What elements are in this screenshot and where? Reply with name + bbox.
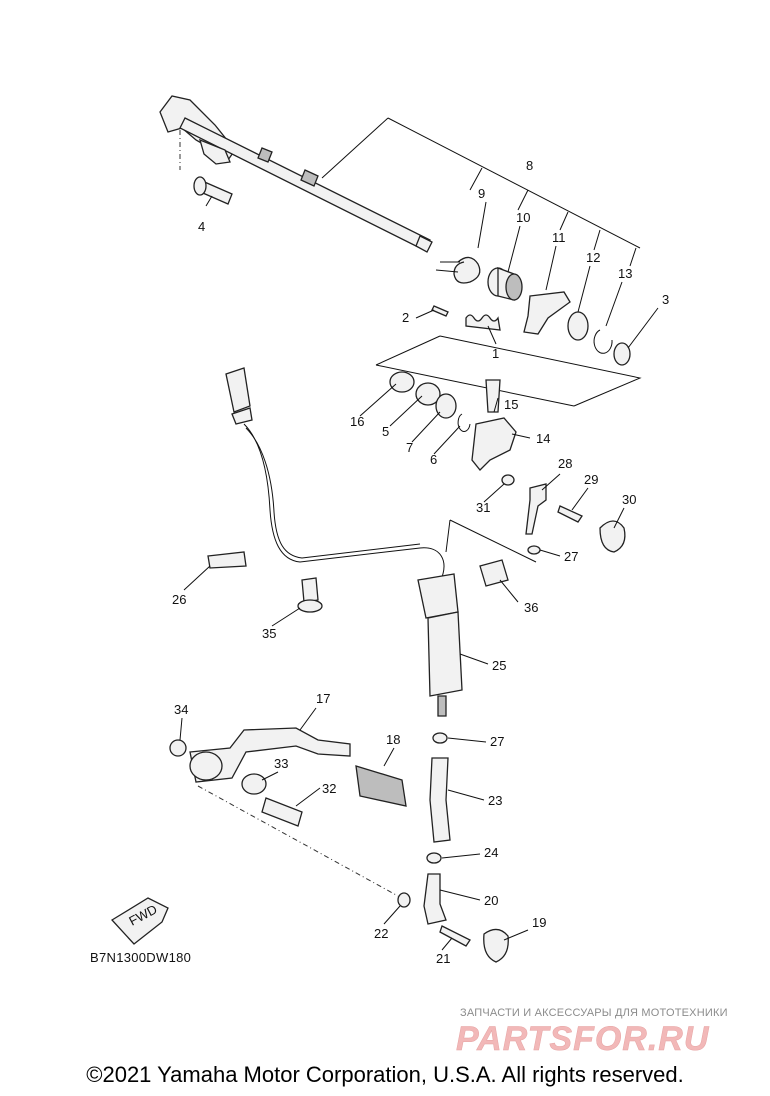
callout-8: 8: [526, 158, 533, 173]
callout-19: 19: [532, 915, 546, 930]
oring-part-33[interactable]: [241, 773, 267, 795]
watermark-brand: PARTSFOR.RU: [456, 1020, 710, 1058]
callout-9: 9: [478, 186, 485, 201]
cover-part-19[interactable]: [483, 928, 509, 963]
callout-6: 6: [430, 452, 437, 467]
bolt-part-21[interactable]: [439, 925, 471, 947]
bolt-part-29[interactable]: [557, 505, 583, 523]
copyright-notice: ©2021 Yamaha Motor Corporation, U.S.A. A…: [86, 1062, 684, 1087]
washer-part-7[interactable]: [435, 393, 457, 419]
callout-22: 22: [374, 926, 388, 941]
torsion-spring-part-9[interactable]: [435, 256, 481, 284]
rod-end-part-28[interactable]: [525, 483, 547, 535]
callout-15: 15: [504, 397, 518, 412]
callout-21: 21: [436, 951, 450, 966]
shift-arm-part-11[interactable]: [523, 291, 571, 335]
callout-11: 11: [552, 230, 566, 245]
cover-part-30[interactable]: [599, 520, 626, 553]
bolt-part-4[interactable]: [193, 176, 233, 205]
lever-part-14[interactable]: [471, 417, 517, 471]
washer-part-34[interactable]: [169, 739, 187, 757]
nut-part-27-upper[interactable]: [527, 545, 541, 555]
callout-1: 1: [492, 346, 499, 361]
callout-35: 35: [262, 626, 276, 641]
callout-23: 23: [488, 793, 502, 808]
bolt-part-2[interactable]: [431, 305, 449, 317]
circlip-part-6[interactable]: [457, 413, 471, 432]
holder-part-36[interactable]: [479, 559, 509, 587]
nut-part-22[interactable]: [397, 892, 411, 908]
watermark: ЗАПЧАСТИ И АКСЕССУАРЫ ДЛЯ МОТОТЕХНИКИ PA…: [456, 1007, 728, 1058]
collar-part-10[interactable]: [487, 267, 523, 301]
callout-25: 25: [492, 658, 506, 673]
callout-3: 3: [662, 292, 669, 307]
washer-part-5[interactable]: [415, 382, 441, 406]
rod-end-part-20[interactable]: [423, 873, 447, 925]
bolt-part-32[interactable]: [261, 797, 303, 827]
grommet-part-35[interactable]: [301, 577, 319, 603]
callout-17: 17: [316, 691, 330, 706]
circlip-part-13[interactable]: [593, 329, 613, 354]
callout-32: 32: [322, 781, 336, 796]
clamp-part-26[interactable]: [207, 551, 247, 569]
nut-part-31[interactable]: [501, 474, 515, 486]
callout-34: 34: [174, 702, 188, 717]
callout-31: 31: [476, 500, 490, 515]
callout-36: 36: [524, 600, 538, 615]
callouts: 8 9 10 11 12 13 3 2 1 4 15 16 5 7 6 14 2…: [172, 158, 669, 966]
callout-12: 12: [586, 250, 600, 265]
callout-20: 20: [484, 893, 498, 908]
callout-4: 4: [198, 219, 205, 234]
bracket-27-36: [445, 519, 537, 563]
washer-part-12[interactable]: [567, 311, 589, 341]
callout-24: 24: [484, 845, 498, 860]
callout-28: 28: [558, 456, 572, 471]
diagram-code: B7N1300DW180: [90, 950, 191, 965]
shift-rod-sensor-part-25[interactable]: [417, 573, 463, 717]
nut-part-27-lower[interactable]: [432, 732, 448, 744]
callout-26: 26: [172, 592, 186, 607]
callout-29: 29: [584, 472, 598, 487]
shift-rod-part-23[interactable]: [429, 757, 451, 843]
callout-33: 33: [274, 756, 288, 771]
circlip-part-3[interactable]: [613, 342, 631, 366]
bolt-part-15[interactable]: [485, 379, 501, 413]
callout-7: 7: [406, 440, 413, 455]
callout-30: 30: [622, 492, 636, 507]
callout-16: 16: [350, 414, 364, 429]
callout-10: 10: [516, 210, 530, 225]
callout-18: 18: [386, 732, 400, 747]
parts-diagram: FWD B7N1300DW180 8 9 10 11 12 13 3 2 1 4…: [90, 95, 728, 1058]
spring-part-1[interactable]: [465, 314, 501, 331]
nut-part-24[interactable]: [426, 852, 442, 864]
collar-part-16[interactable]: [389, 371, 415, 393]
pedal-rubber-part-18[interactable]: [355, 765, 407, 807]
bracket-8: [321, 117, 641, 267]
bracket-14: [375, 335, 642, 407]
callout-13: 13: [618, 266, 632, 281]
forward-arrow-icon: FWD: [110, 897, 169, 945]
callout-14: 14: [536, 431, 550, 446]
shift-pedal-part-17[interactable]: [189, 727, 351, 783]
shift-sensor-cable[interactable]: [207, 367, 445, 613]
shift-shaft[interactable]: [159, 95, 433, 253]
callout-27-lower: 27: [490, 734, 504, 749]
callout-2: 2: [402, 310, 409, 325]
callout-27-upper: 27: [564, 549, 578, 564]
watermark-tagline: ЗАПЧАСТИ И АКСЕССУАРЫ ДЛЯ МОТОТЕХНИКИ: [460, 1007, 728, 1019]
callout-5: 5: [382, 424, 389, 439]
